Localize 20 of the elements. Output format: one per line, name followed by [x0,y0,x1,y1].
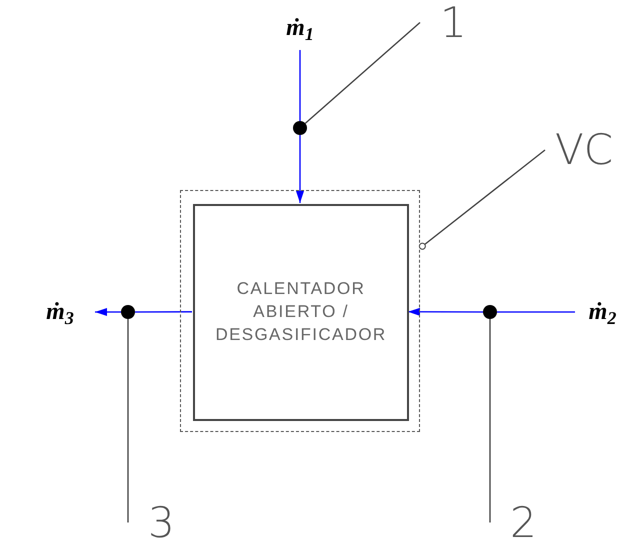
mass-flow-label: ṁ$_{3}$ [46,300,74,324]
flow-line [135,311,192,313]
leader-line [304,22,420,124]
stream-number: 3 [147,502,175,544]
flow-arrow [296,135,304,203]
leader-line [418,149,546,250]
control-volume-boundary [180,190,420,432]
flow-line [299,50,301,121]
heater-label: CALENTADOR ABIERTO / DESGASIFICADOR [214,278,388,346]
leader-line [489,319,491,522]
stream-number: 1 [439,2,467,44]
control-volume-label: VC [554,129,614,171]
mass-flow-label: ṁ$_{2}$ [588,300,616,324]
flow-line [497,311,575,313]
mass-flow-label: ṁ$_{1}$ [286,16,314,40]
leader-line [127,319,129,522]
flow-arrow [95,308,121,316]
stream-number: 2 [509,502,537,544]
flow-arrow [408,308,483,316]
heater-box [193,204,409,421]
